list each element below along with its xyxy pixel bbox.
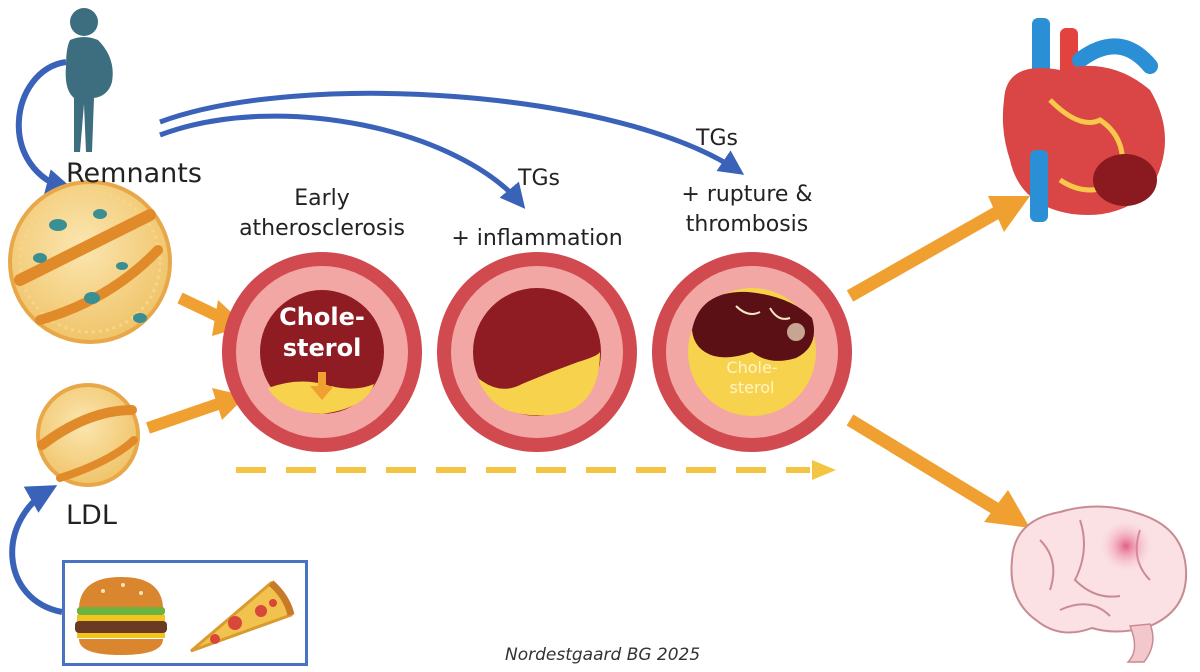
vessel-inflammation (437, 252, 637, 452)
pizza-icon (190, 580, 295, 653)
diet-to-remnants-arrow (15, 59, 76, 199)
stage3-tg-label: TGs (696, 126, 738, 151)
remnants-label: Remnants (66, 158, 202, 189)
person-icon (65, 8, 113, 152)
stage2-tg-label: TGs (518, 166, 560, 191)
vessel-early-atherosclerosis (222, 252, 422, 452)
food-to-ldl-arrow (9, 485, 63, 615)
brain-icon (1010, 505, 1188, 663)
citation: Nordestgaard BG 2025 (505, 645, 701, 665)
vessel-rupture-thrombosis (652, 252, 852, 452)
dashed-progression-arrow (236, 460, 836, 480)
heart-icon (1002, 18, 1165, 222)
ldl-particle-icon (36, 383, 140, 487)
remnant-particle-icon (8, 180, 172, 344)
stage3-label: + rupture & thrombosis (681, 182, 813, 237)
cholesterol-label-1: Chole- sterol (279, 303, 365, 363)
burger-icon (75, 577, 167, 655)
tg-arrow-inflammation (159, 113, 526, 209)
stage1-label: Early atherosclerosis (239, 186, 405, 241)
cholesterol-label-3: Chole- sterol (726, 358, 778, 397)
tg-arrow-rupture (159, 90, 745, 175)
to-heart-arrow (846, 196, 1030, 302)
stage2-label: + inflammation (451, 226, 623, 251)
ldl-label: LDL (66, 500, 117, 531)
to-brain-arrow (846, 414, 1030, 528)
diet-box (62, 560, 308, 666)
